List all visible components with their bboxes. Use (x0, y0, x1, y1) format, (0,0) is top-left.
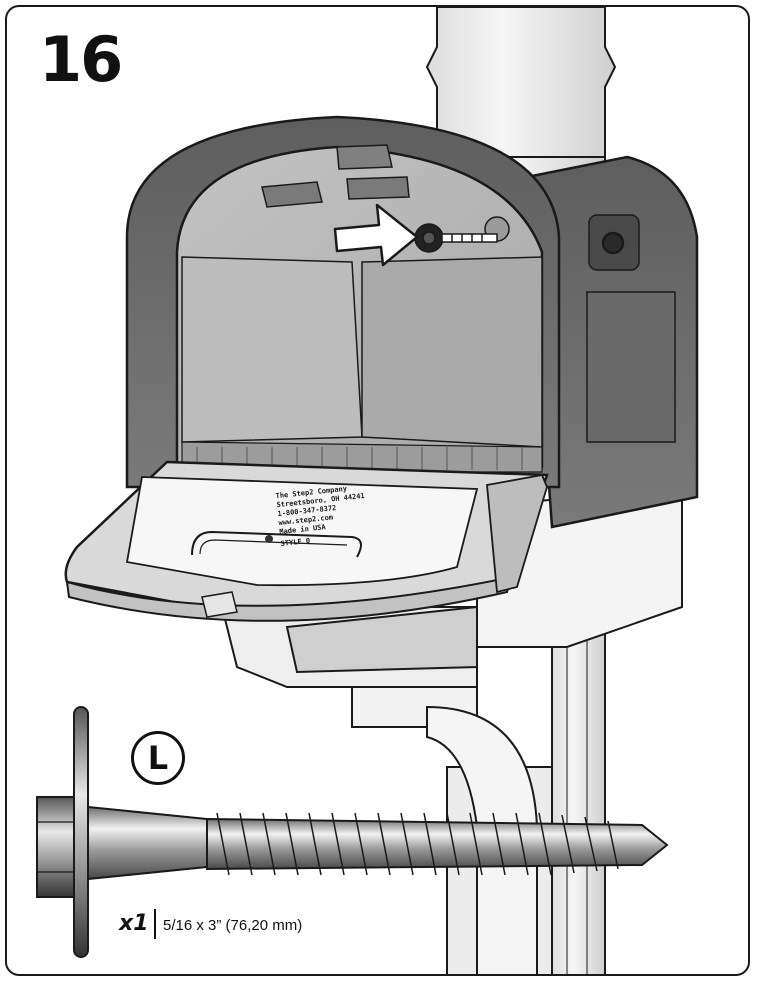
part-size: 5/16 x 3” (76,20 mm) (163, 917, 303, 934)
arrow-icon (333, 203, 419, 267)
part-quantity: x1 (119, 911, 149, 936)
mailbox-illustration: The Step2 Company Streetsboro, OH 44241 … (36, 7, 699, 974)
mailbox-door (64, 460, 549, 622)
door-label: The Step2 Company Streetsboro, OH 44241 … (275, 485, 365, 548)
door-label-line-6: STYLE 0 (280, 537, 310, 548)
mailbox-body (125, 115, 699, 529)
spec-separator (154, 909, 156, 939)
part-letter-badge: L (131, 731, 185, 785)
instruction-panel: The Step2 Company Streetsboro, OH 44241 … (5, 5, 750, 976)
screw-icon (36, 706, 669, 958)
mailbox-screw (414, 223, 498, 253)
step-number: 16 (39, 23, 123, 96)
